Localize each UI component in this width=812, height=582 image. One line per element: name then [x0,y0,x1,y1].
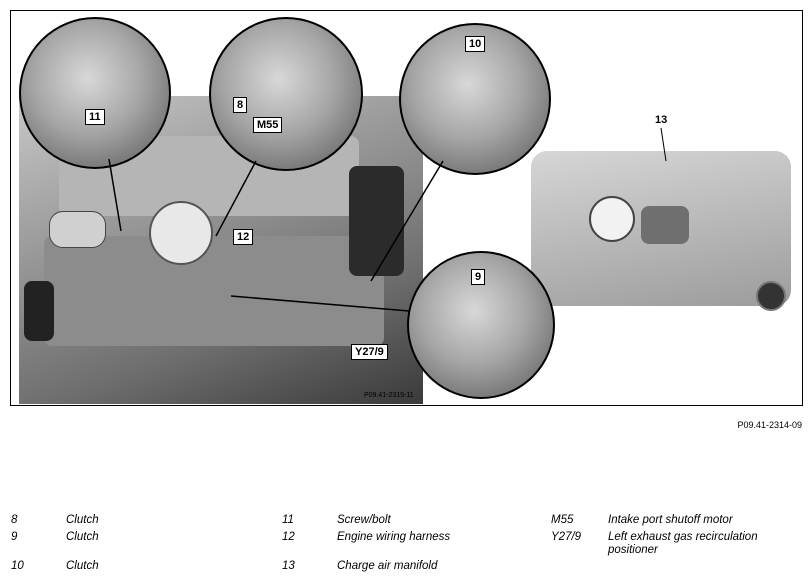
label-8: 8 [233,97,248,113]
legend-num: 10 [11,560,24,572]
legend-text: Clutch [66,531,99,543]
legend-num: 13 [282,560,295,572]
figure-code: P09.41-2314-09 [737,420,802,430]
legend-text: Intake port shutoff motor [608,514,733,526]
legend-text: Engine wiring harness [337,531,451,543]
leader-line-8 [215,160,257,237]
leader-line-9 [230,295,410,312]
manifold-motor [641,206,689,244]
legend-num: 9 [11,531,18,543]
figure-frame: P09.41-2315-11 11 8 M55 10 9 12 Y27/9 13 [10,10,803,406]
label-9: 9 [471,269,486,285]
throttle-disc [149,201,213,265]
manifold-disc [589,196,635,242]
label-11: 11 [85,109,105,125]
legend-num: 8 [11,514,18,526]
legend-num: M55 [551,514,574,526]
legend-num: 11 [282,514,294,526]
label-m55: M55 [253,117,283,133]
engine-lower-block [44,236,384,346]
callout-11 [19,17,171,169]
leader-line-11 [108,158,122,232]
engine-side-part [24,281,54,341]
legend-num: 12 [282,531,295,543]
connector-lines [108,127,667,312]
manifold-outlet [756,281,786,311]
leader-line-10 [370,160,444,282]
legend-num: Y27/9 [551,531,582,543]
engine-right-part [349,166,404,276]
leader-line-13 [660,127,667,162]
legend-text: Left exhaust gas recirculation positione… [608,531,758,556]
label-10: 10 [465,36,486,52]
callout-8-m55 [209,17,363,171]
legend-text: Screw/bolt [337,514,391,526]
inner-photo-code: P09.41-2315-11 [364,392,414,399]
label-12: 12 [233,229,254,245]
intake-pipe [49,211,106,248]
legend-text: Clutch [66,514,99,526]
legend-text: Charge air manifold [337,560,438,572]
label-y27-9: Y27/9 [351,344,388,360]
label-13: 13 [655,114,668,126]
legend-text: Clutch [66,560,99,572]
